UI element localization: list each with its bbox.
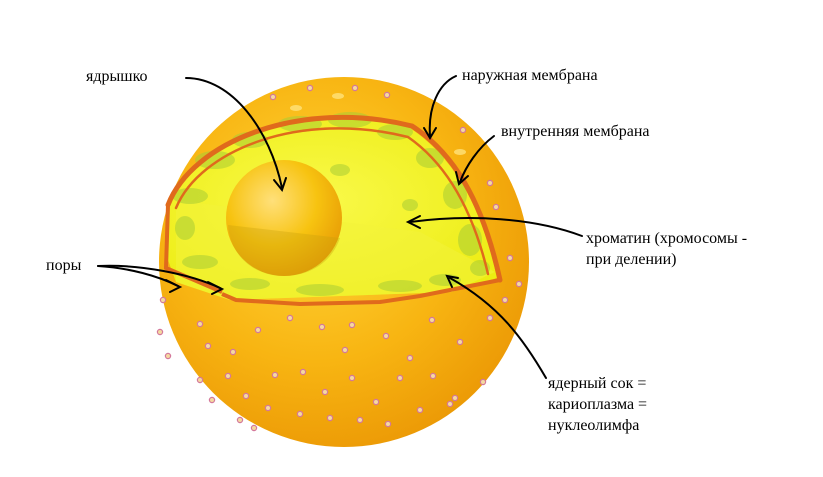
arrow-outer-membrane — [428, 75, 457, 137]
pore-dot — [348, 374, 356, 382]
label-chromatin-line2: при делении) — [586, 251, 677, 268]
label-sap-line3: нуклеолимфа — [548, 417, 640, 434]
arrow-nuclear-sap-head — [445, 274, 459, 288]
chromatin-patch — [182, 255, 218, 269]
pore-dot — [492, 203, 500, 211]
arrow-pores-1-head — [165, 279, 183, 293]
chromatin-patch — [175, 216, 195, 240]
pore-dot — [196, 376, 204, 384]
pore-dot — [264, 404, 272, 412]
pore-dot — [372, 398, 380, 406]
annotation-arrows — [97, 75, 583, 379]
pore-dot — [456, 338, 464, 346]
bottom-cut-edge — [221, 278, 501, 307]
label-sap-line2: кариоплазма = — [548, 396, 648, 413]
pore-dot — [326, 414, 334, 422]
pore-dot — [164, 352, 172, 360]
pore-dot — [271, 371, 279, 379]
pore-dot — [446, 400, 454, 408]
chromatin-patch — [230, 278, 270, 290]
pore-dot — [250, 424, 258, 432]
pore-dot — [296, 410, 304, 418]
pore-dot — [224, 372, 232, 380]
arrow-outer-membrane-head — [423, 127, 437, 140]
pore-dot — [479, 378, 487, 386]
chromatin-patch — [429, 274, 461, 286]
surface-highlight — [290, 105, 302, 111]
pores-dots — [156, 84, 523, 432]
pore-dot — [451, 394, 459, 402]
pore-dot — [196, 320, 204, 328]
outer-membrane-line — [165, 114, 503, 283]
pore-dot — [242, 392, 250, 400]
arrow-chromatin-head — [405, 215, 421, 229]
pore-dot — [429, 372, 437, 380]
pore-dot — [254, 326, 262, 334]
pore-dot — [356, 416, 364, 424]
chromatin-patches — [172, 112, 490, 296]
pore-dot — [486, 179, 494, 187]
surface-highlight — [454, 149, 466, 155]
pore-dot — [236, 416, 244, 424]
arrow-pores-2-head — [207, 281, 225, 295]
chromatin-patch — [330, 164, 350, 176]
pore-dot — [229, 348, 237, 356]
pore-dot — [384, 420, 392, 428]
label-sap-line1: ядерный сок = — [548, 375, 647, 392]
pore-dot — [159, 296, 167, 304]
label-nucleolus: ядрышко — [86, 68, 148, 85]
surface-highlight — [332, 93, 344, 99]
arrow-inner-membrane — [459, 135, 495, 183]
pore-dot — [416, 406, 424, 414]
pore-dot — [208, 396, 216, 404]
arrow-chromatin — [409, 217, 583, 237]
pore-dot — [286, 314, 294, 322]
pore-dot — [318, 323, 326, 331]
label-chromatin-line1: хроматин (хромосомы - — [586, 230, 748, 247]
nucleolus-shade — [228, 225, 340, 276]
pore-dot — [396, 374, 404, 382]
pore-dot — [348, 321, 356, 329]
chromatin-patch — [402, 199, 418, 211]
nucleolus-sphere — [226, 160, 342, 276]
arrow-inner-membrane-head — [455, 171, 469, 186]
pore-dot — [383, 91, 391, 99]
left-cut-edge — [163, 204, 223, 294]
pore-dot — [506, 254, 514, 262]
pore-dot — [459, 126, 467, 134]
arrow-nucleolus-head — [273, 177, 287, 193]
pore-dot — [321, 388, 329, 396]
label-pores: поры — [46, 257, 82, 274]
chromatin-patch — [296, 284, 344, 296]
arrow-nucleolus — [185, 77, 283, 189]
pore-dot — [299, 368, 307, 376]
pore-dot — [501, 296, 509, 304]
inner-membrane-line — [174, 127, 490, 276]
pore-dot — [269, 93, 277, 101]
pore-dot — [341, 346, 349, 354]
arrow-nuclear-sap — [449, 277, 547, 379]
label-outer-membrane: наружная мембрана — [462, 67, 598, 84]
pore-dot — [515, 280, 523, 288]
chromatin-patch — [378, 280, 422, 292]
pore-dot — [406, 354, 414, 362]
pore-dot — [382, 332, 390, 340]
pore-dot — [156, 328, 164, 336]
pore-dot — [204, 342, 212, 350]
pore-dot — [428, 316, 436, 324]
pore-dot — [486, 314, 494, 322]
pore-dot — [306, 84, 314, 92]
chromatin-patch — [443, 181, 467, 209]
pore-dot — [351, 84, 359, 92]
label-inner-membrane: внутренняя мембрана — [501, 123, 650, 140]
